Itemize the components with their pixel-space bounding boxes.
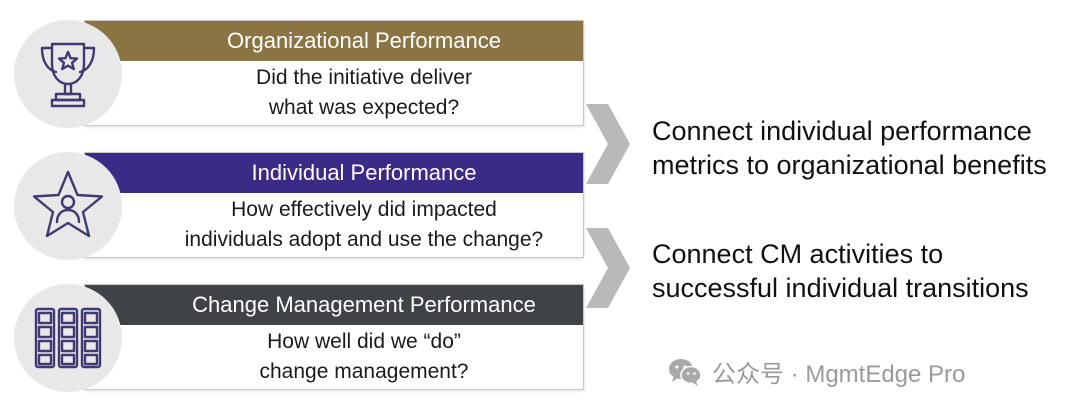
grid-icon [14,284,122,392]
organizational-performance-question: Did the initiative deliver what was expe… [85,61,583,125]
statement-individual-to-organizational: Connect individual performance metrics t… [652,114,1072,182]
change-management-performance-header: Change Management Performance [85,285,583,325]
organizational-performance-card: Organizational Performance Did the initi… [84,20,584,126]
statement-line-2: metrics to organizational benefits [652,150,1047,180]
question-line-1: Did the initiative deliver [256,66,472,89]
organizational-performance-header: Organizational Performance [85,21,583,61]
watermark-text: 公众号 · MgmtEdge Pro [712,361,966,388]
question-line-2: change management? [259,360,469,383]
individual-performance-card: Individual Performance How effectively d… [84,152,584,258]
statement-line-2: successful individual transitions [652,273,1029,303]
wechat-icon [669,358,702,386]
change-management-performance-card: Change Management Performance How well d… [84,284,584,390]
watermark: 公众号 · MgmtEdge Pro [668,354,965,389]
individual-performance-question: How effectively did impacted individuals… [85,193,583,257]
statement-cm-to-individual: Connect CM activities to successful indi… [652,237,1072,305]
row-individual-performance: Individual Performance How effectively d… [0,140,600,270]
statement-line-1: Connect CM activities to [652,239,944,269]
row-organizational-performance: Organizational Performance Did the initi… [0,8,600,138]
question-line-2: individuals adopt and use the change? [184,228,544,251]
question-line-1: How well did we “do” [267,330,461,353]
chevron-right-icon [586,104,630,184]
question-line-2: what was expected? [268,96,460,119]
individual-performance-header: Individual Performance [85,153,583,193]
trophy-icon [14,20,122,128]
chevron-right-icon [586,228,630,308]
row-change-management-performance: Change Management Performance How well d… [0,272,600,402]
question-line-1: How effectively did impacted [231,198,497,221]
statement-line-1: Connect individual performance [652,116,1032,146]
change-management-performance-question: How well did we “do” change management? [85,325,583,389]
star-person-icon [14,152,122,260]
